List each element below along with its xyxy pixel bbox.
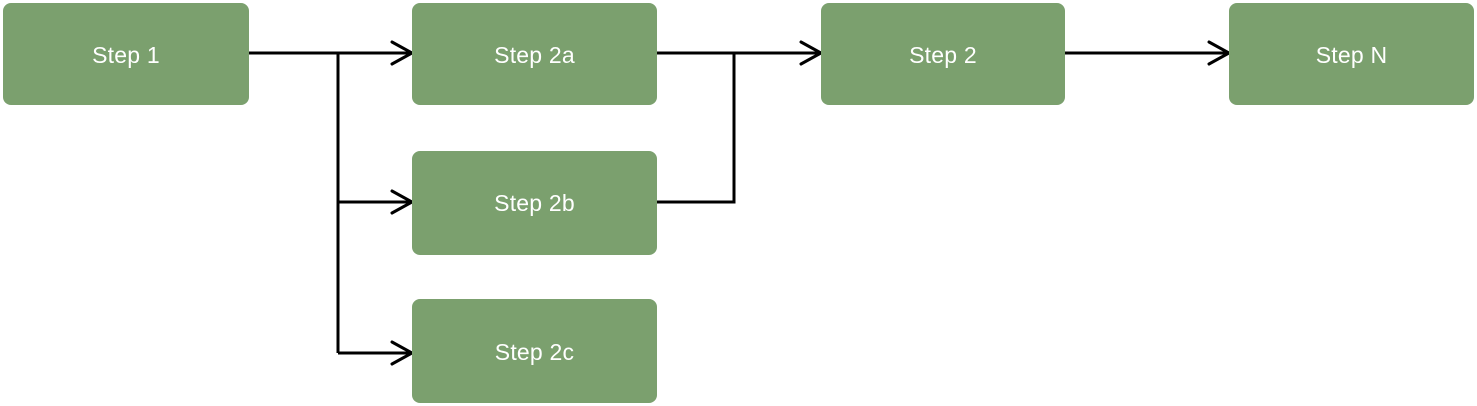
edge-step1-to-step2b [338,189,416,215]
edge-step2b-to-step2 [657,53,736,204]
edge-step1-to-step2c [338,340,416,366]
edge-step2a-to-step2 [657,40,825,66]
node-stepn[interactable] [1229,3,1474,105]
node-step1[interactable] [3,3,249,105]
edge-step1-to-step2a [249,40,416,66]
node-step2[interactable] [821,3,1065,105]
node-step2a[interactable] [412,3,657,105]
node-step2b[interactable] [412,151,657,255]
edge-step2-to-stepn [1065,40,1233,66]
node-step2c[interactable] [412,299,657,403]
